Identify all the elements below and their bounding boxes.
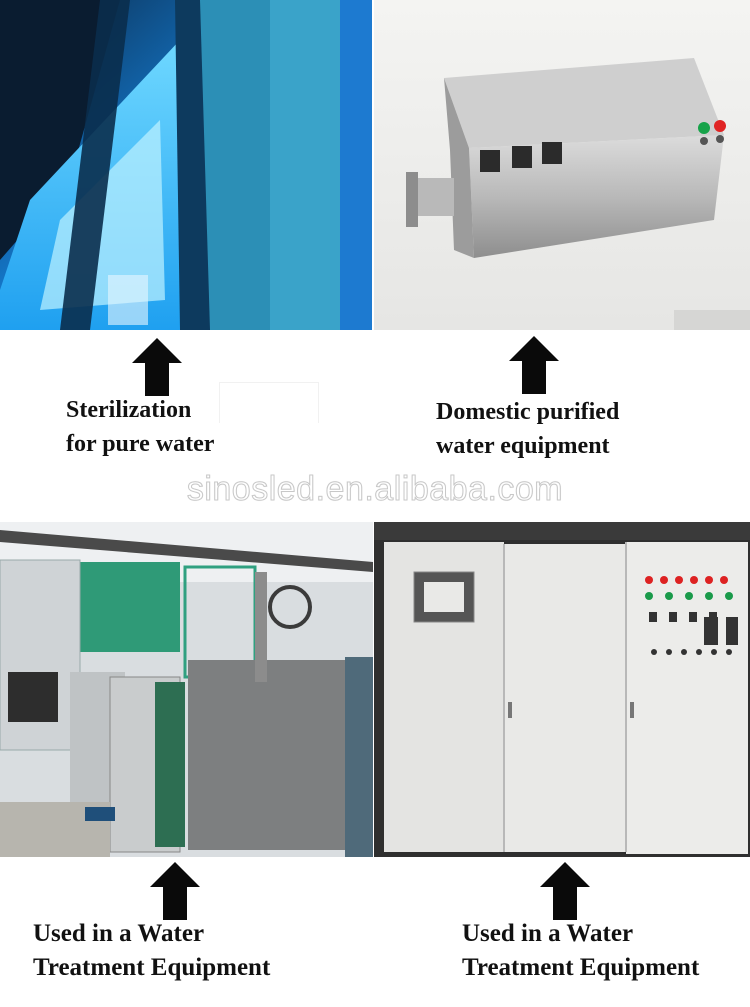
up-arrow-icon [509, 336, 559, 394]
caption-water-treatment-right: Used in a Water Treatment Equipment [462, 917, 699, 985]
uv-sterilization-photo [0, 0, 372, 330]
decorative-frame [219, 382, 319, 423]
caption-line: for pure water [66, 431, 215, 457]
caption-line: Domestic purified [436, 399, 620, 425]
up-arrow-icon [150, 862, 200, 920]
caption-water-treatment-left: Used in a Water Treatment Equipment [33, 917, 270, 985]
caption-sterilization: Sterilization for pure water [66, 393, 214, 461]
caption-line: Sterilization [66, 397, 192, 423]
caption-domestic: Domestic purified water equipment [436, 395, 619, 463]
caption-line: Used in a Water [462, 920, 634, 947]
domestic-purifier-photo [374, 0, 750, 330]
up-arrow-icon [540, 862, 590, 920]
treatment-plant-photo [0, 522, 373, 857]
watermark: sinosled.en.alibaba.com [186, 470, 564, 509]
caption-line: Treatment Equipment [462, 954, 700, 981]
control-cabinet-photo [374, 522, 750, 857]
caption-line: Used in a Water [33, 920, 205, 947]
up-arrow-icon [132, 338, 182, 396]
caption-line: Treatment Equipment [33, 954, 271, 981]
caption-line: water equipment [436, 433, 610, 459]
